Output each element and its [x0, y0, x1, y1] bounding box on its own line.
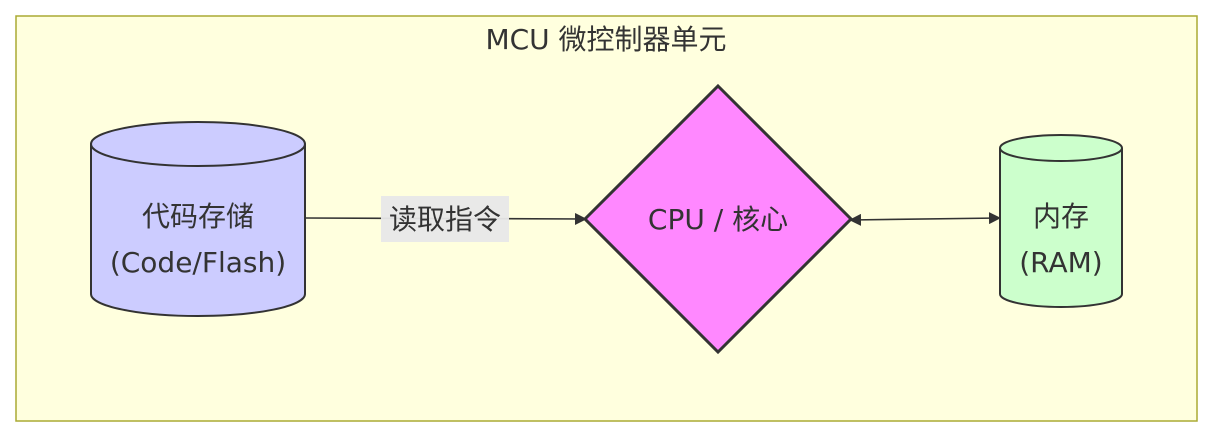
edge-label-read-instructions: 读取指令	[389, 203, 501, 236]
edge-label-bg	[381, 196, 509, 242]
edge-cpu-ram	[849, 212, 1001, 226]
cylinder-top	[90, 121, 306, 167]
node-cpu-core-label: CPU / 核心	[648, 203, 788, 236]
node-code-flash[interactable]: 代码存储 (Code/Flash)	[90, 121, 306, 317]
cylinder-body	[90, 144, 306, 317]
cylinder-top	[999, 134, 1123, 162]
node-code-flash-line1: 代码存储	[142, 200, 254, 233]
mcu-group-title: MCU 微控制器单元	[485, 23, 726, 56]
node-cpu-core[interactable]: CPU / 核心	[582, 83, 854, 355]
node-ram[interactable]: 内存 (RAM)	[999, 134, 1123, 308]
cylinder-body	[999, 148, 1123, 308]
edge-flash-to-cpu: 读取指令	[304, 196, 587, 242]
node-ram-line1: 内存	[1033, 200, 1089, 233]
diamond-shape	[582, 83, 854, 355]
node-code-flash-line2: (Code/Flash)	[110, 246, 286, 279]
node-ram-line2: (RAM)	[1019, 246, 1102, 279]
